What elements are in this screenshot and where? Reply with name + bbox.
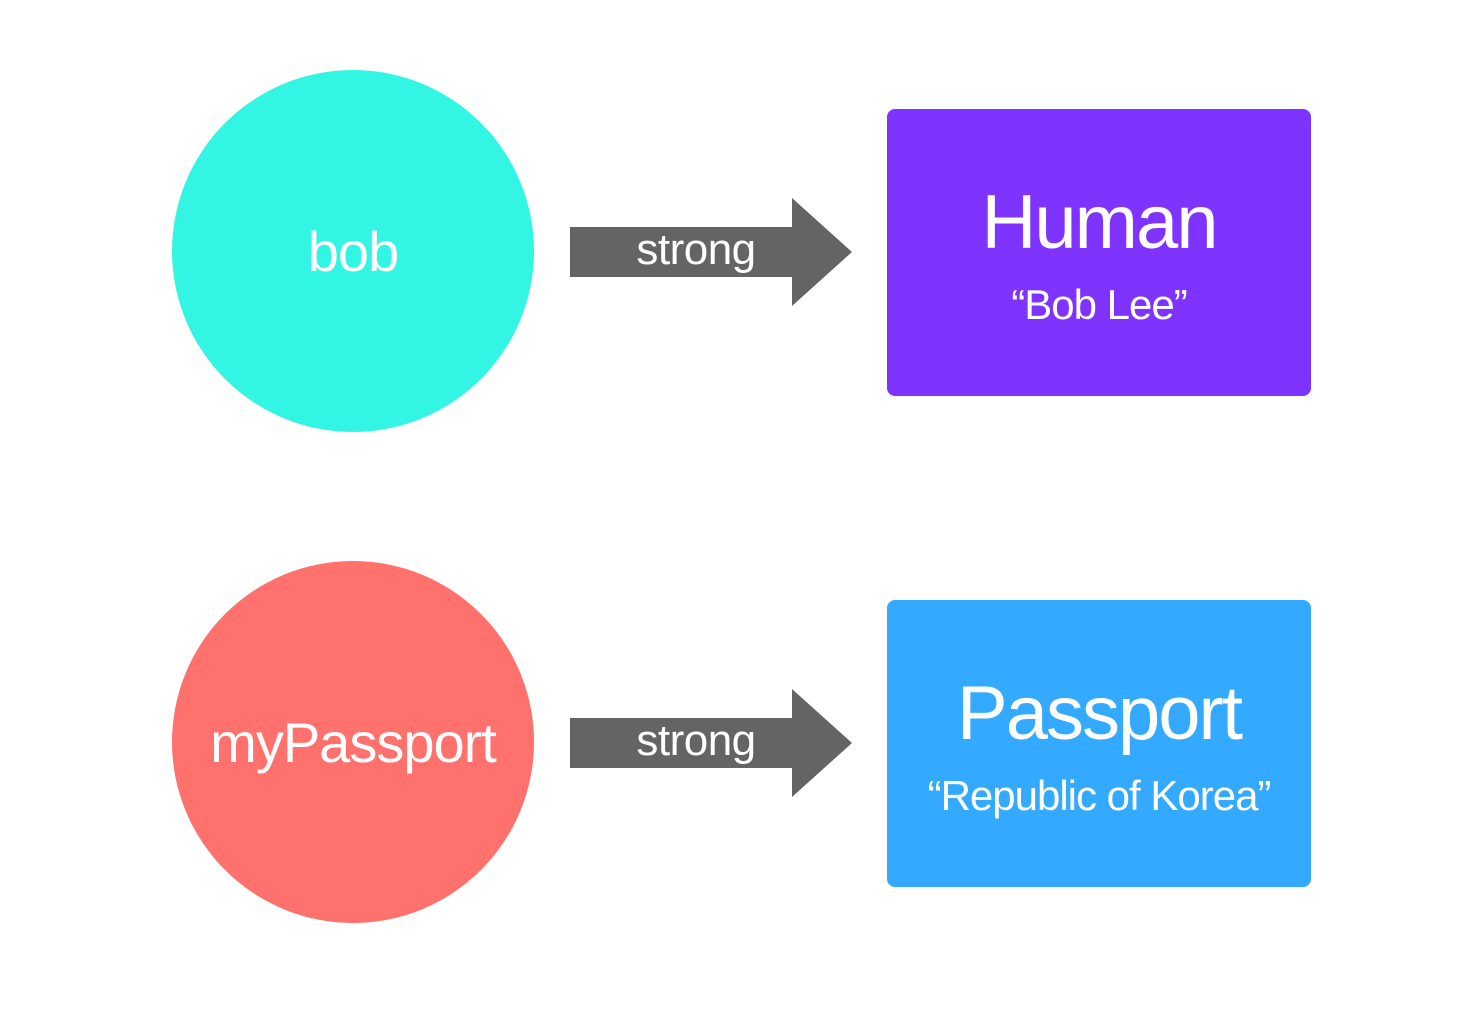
instance-type-label: Passport: [957, 671, 1243, 756]
variable-circle-mypassport: myPassport: [172, 561, 534, 923]
instance-box-passport: Passport “Republic of Korea”: [887, 600, 1311, 887]
reference-row-bob: bob strong Human “Bob Lee”: [0, 70, 1482, 434]
arrow-shape: [570, 198, 852, 306]
reference-label: strong: [636, 716, 756, 765]
arrow-polygon: [570, 198, 852, 306]
instance-value-label: “Republic of Korea”: [927, 772, 1272, 819]
variable-circle-bob: bob: [172, 70, 534, 432]
variable-label: bob: [307, 219, 399, 283]
instance-type-label: Human: [981, 180, 1219, 265]
arrow-polygon: [570, 689, 852, 797]
reference-label: strong: [636, 225, 756, 274]
strong-reference-arrow: strong: [570, 689, 852, 797]
variable-label: myPassport: [210, 710, 497, 774]
arrow-shape: [570, 689, 852, 797]
strong-reference-arrow: strong: [570, 198, 852, 306]
reference-row-mypassport: myPassport strong Passport “Republic of …: [0, 561, 1482, 925]
instance-value-label: “Bob Lee”: [1011, 281, 1187, 328]
instance-box-human: Human “Bob Lee”: [887, 109, 1311, 396]
